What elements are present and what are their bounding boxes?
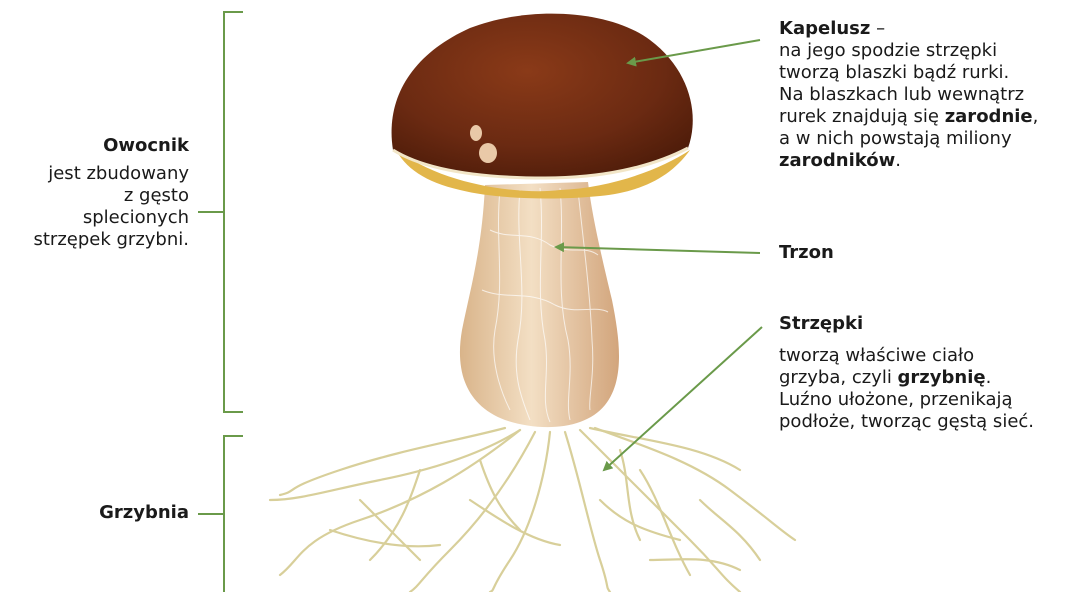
- zarodnie-term: zarodnie: [945, 106, 1033, 127]
- trzon-title: Trzon: [779, 242, 834, 263]
- owocnik-text: z gęsto: [0, 185, 189, 207]
- strzepki-text: Luźno ułożone, przenikają: [779, 389, 1079, 411]
- strzepki-text: grzyba, czyli: [779, 367, 898, 388]
- owocnik-text: jest zbudowany: [0, 163, 189, 185]
- cap-spot: [470, 125, 482, 141]
- owocnik-label: Owocnik jest zbudowany z gęsto spleciony…: [0, 135, 189, 251]
- kapelusz-text: rurek znajdują się: [779, 106, 945, 127]
- kapelusz-title: Kapelusz: [779, 18, 870, 39]
- grzybnia-label: Grzybnia: [0, 502, 189, 524]
- kapelusz-text: na jego spodzie strzępki: [779, 40, 1079, 62]
- grzybnia-title: Grzybnia: [99, 502, 189, 523]
- mycelium: [270, 428, 795, 592]
- kapelusz-text: a w nich powstają miliony: [779, 128, 1079, 150]
- strzepki-text: tworzą właściwe ciało: [779, 345, 1079, 367]
- strzepki-title: Strzępki: [779, 313, 1079, 335]
- kapelusz-label: Kapelusz – na jego spodzie strzępki twor…: [779, 18, 1079, 172]
- owocnik-bracket: [198, 12, 243, 412]
- cap-spot: [479, 143, 497, 163]
- strzepki-text: podłoże, tworząc gęstą sieć.: [779, 411, 1079, 433]
- cap: [392, 14, 693, 178]
- grzybnia-bracket: [198, 436, 243, 592]
- kapelusz-text: Na blaszkach lub wewnątrz: [779, 84, 1079, 106]
- kapelusz-text: tworzą blaszki bądź rurki.: [779, 62, 1079, 84]
- owocnik-text: strzępek grzybni.: [0, 229, 189, 251]
- zarodnikow-term: zarodników: [779, 150, 895, 171]
- owocnik-title: Owocnik: [0, 135, 189, 157]
- kapelusz-text: .: [895, 150, 901, 171]
- kapelusz-dash: –: [870, 18, 885, 39]
- strzepki-label: Strzępki tworzą właściwe ciało grzyba, c…: [779, 313, 1079, 433]
- strzepki-text: .: [986, 367, 992, 388]
- stem: [460, 182, 619, 427]
- grzybnie-term: grzybnię: [898, 367, 986, 388]
- trzon-label: Trzon: [779, 242, 979, 264]
- kapelusz-text: ,: [1033, 106, 1039, 127]
- owocnik-text: splecionych: [0, 207, 189, 229]
